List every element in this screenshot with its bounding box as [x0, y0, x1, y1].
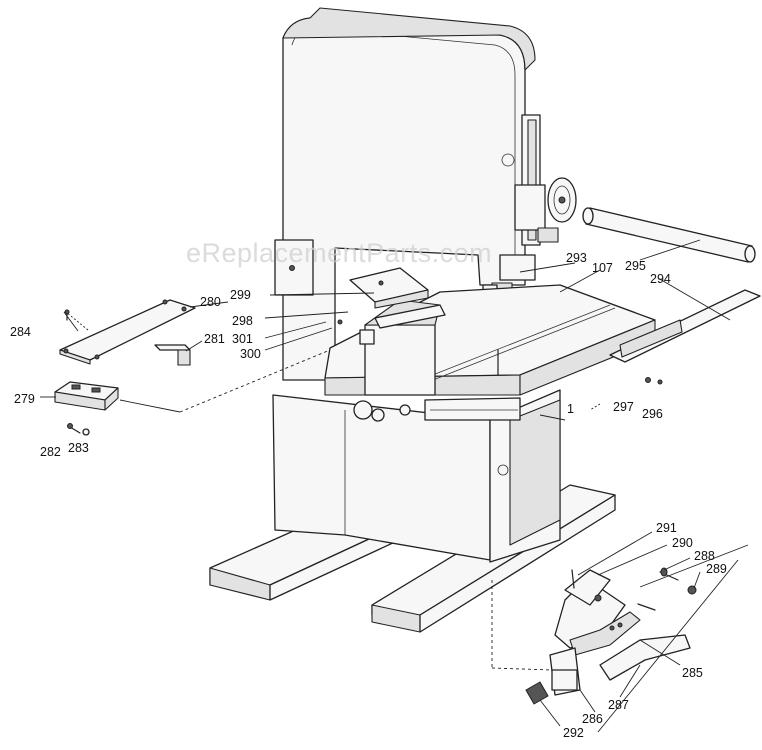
- saw-table: [324, 284, 656, 422]
- label-292: 292: [563, 726, 584, 740]
- label-298: 298: [232, 314, 253, 328]
- label-282: 282: [40, 445, 61, 459]
- label-280: 280: [200, 295, 221, 309]
- label-288: 288: [694, 549, 715, 563]
- label-286: 286: [582, 712, 603, 726]
- screw-282-washer-283: [67, 423, 90, 436]
- label-287: 287: [608, 698, 629, 712]
- label-107: 107: [592, 261, 613, 275]
- label-291: 291: [656, 521, 677, 535]
- guard-bracket: [337, 267, 446, 345]
- label-293: 293: [566, 251, 587, 265]
- screw-284: [64, 309, 70, 321]
- label-297: 297: [613, 400, 634, 414]
- label-290: 290: [672, 536, 693, 550]
- label-294: 294: [650, 272, 671, 286]
- label-281: 281: [204, 332, 225, 346]
- label-283: 283: [68, 441, 89, 455]
- watermark-text: eReplacementParts.com: [186, 238, 492, 268]
- label-300: 300: [240, 347, 261, 361]
- label-295: 295: [625, 259, 646, 273]
- fence-rail: [609, 289, 761, 385]
- label-299: 299: [230, 288, 251, 302]
- label-284: 284: [10, 325, 31, 339]
- label-296: 296: [642, 407, 663, 421]
- lower-guard-assembly: [525, 567, 697, 705]
- label-1: 1: [567, 402, 574, 416]
- block-279: [54, 381, 119, 411]
- label-289: 289: [706, 562, 727, 576]
- label-285: 285: [682, 666, 703, 680]
- support-roller: [582, 207, 756, 263]
- upper-frame: [274, 7, 536, 381]
- leader-lines: [40, 239, 749, 733]
- detached-plate-280: [59, 299, 196, 365]
- part-labels: 280 284 281 279 282 283 299 298 301 300 …: [10, 251, 727, 740]
- label-301: 301: [232, 332, 253, 346]
- label-279: 279: [14, 392, 35, 406]
- angle-bracket-281: [154, 344, 191, 366]
